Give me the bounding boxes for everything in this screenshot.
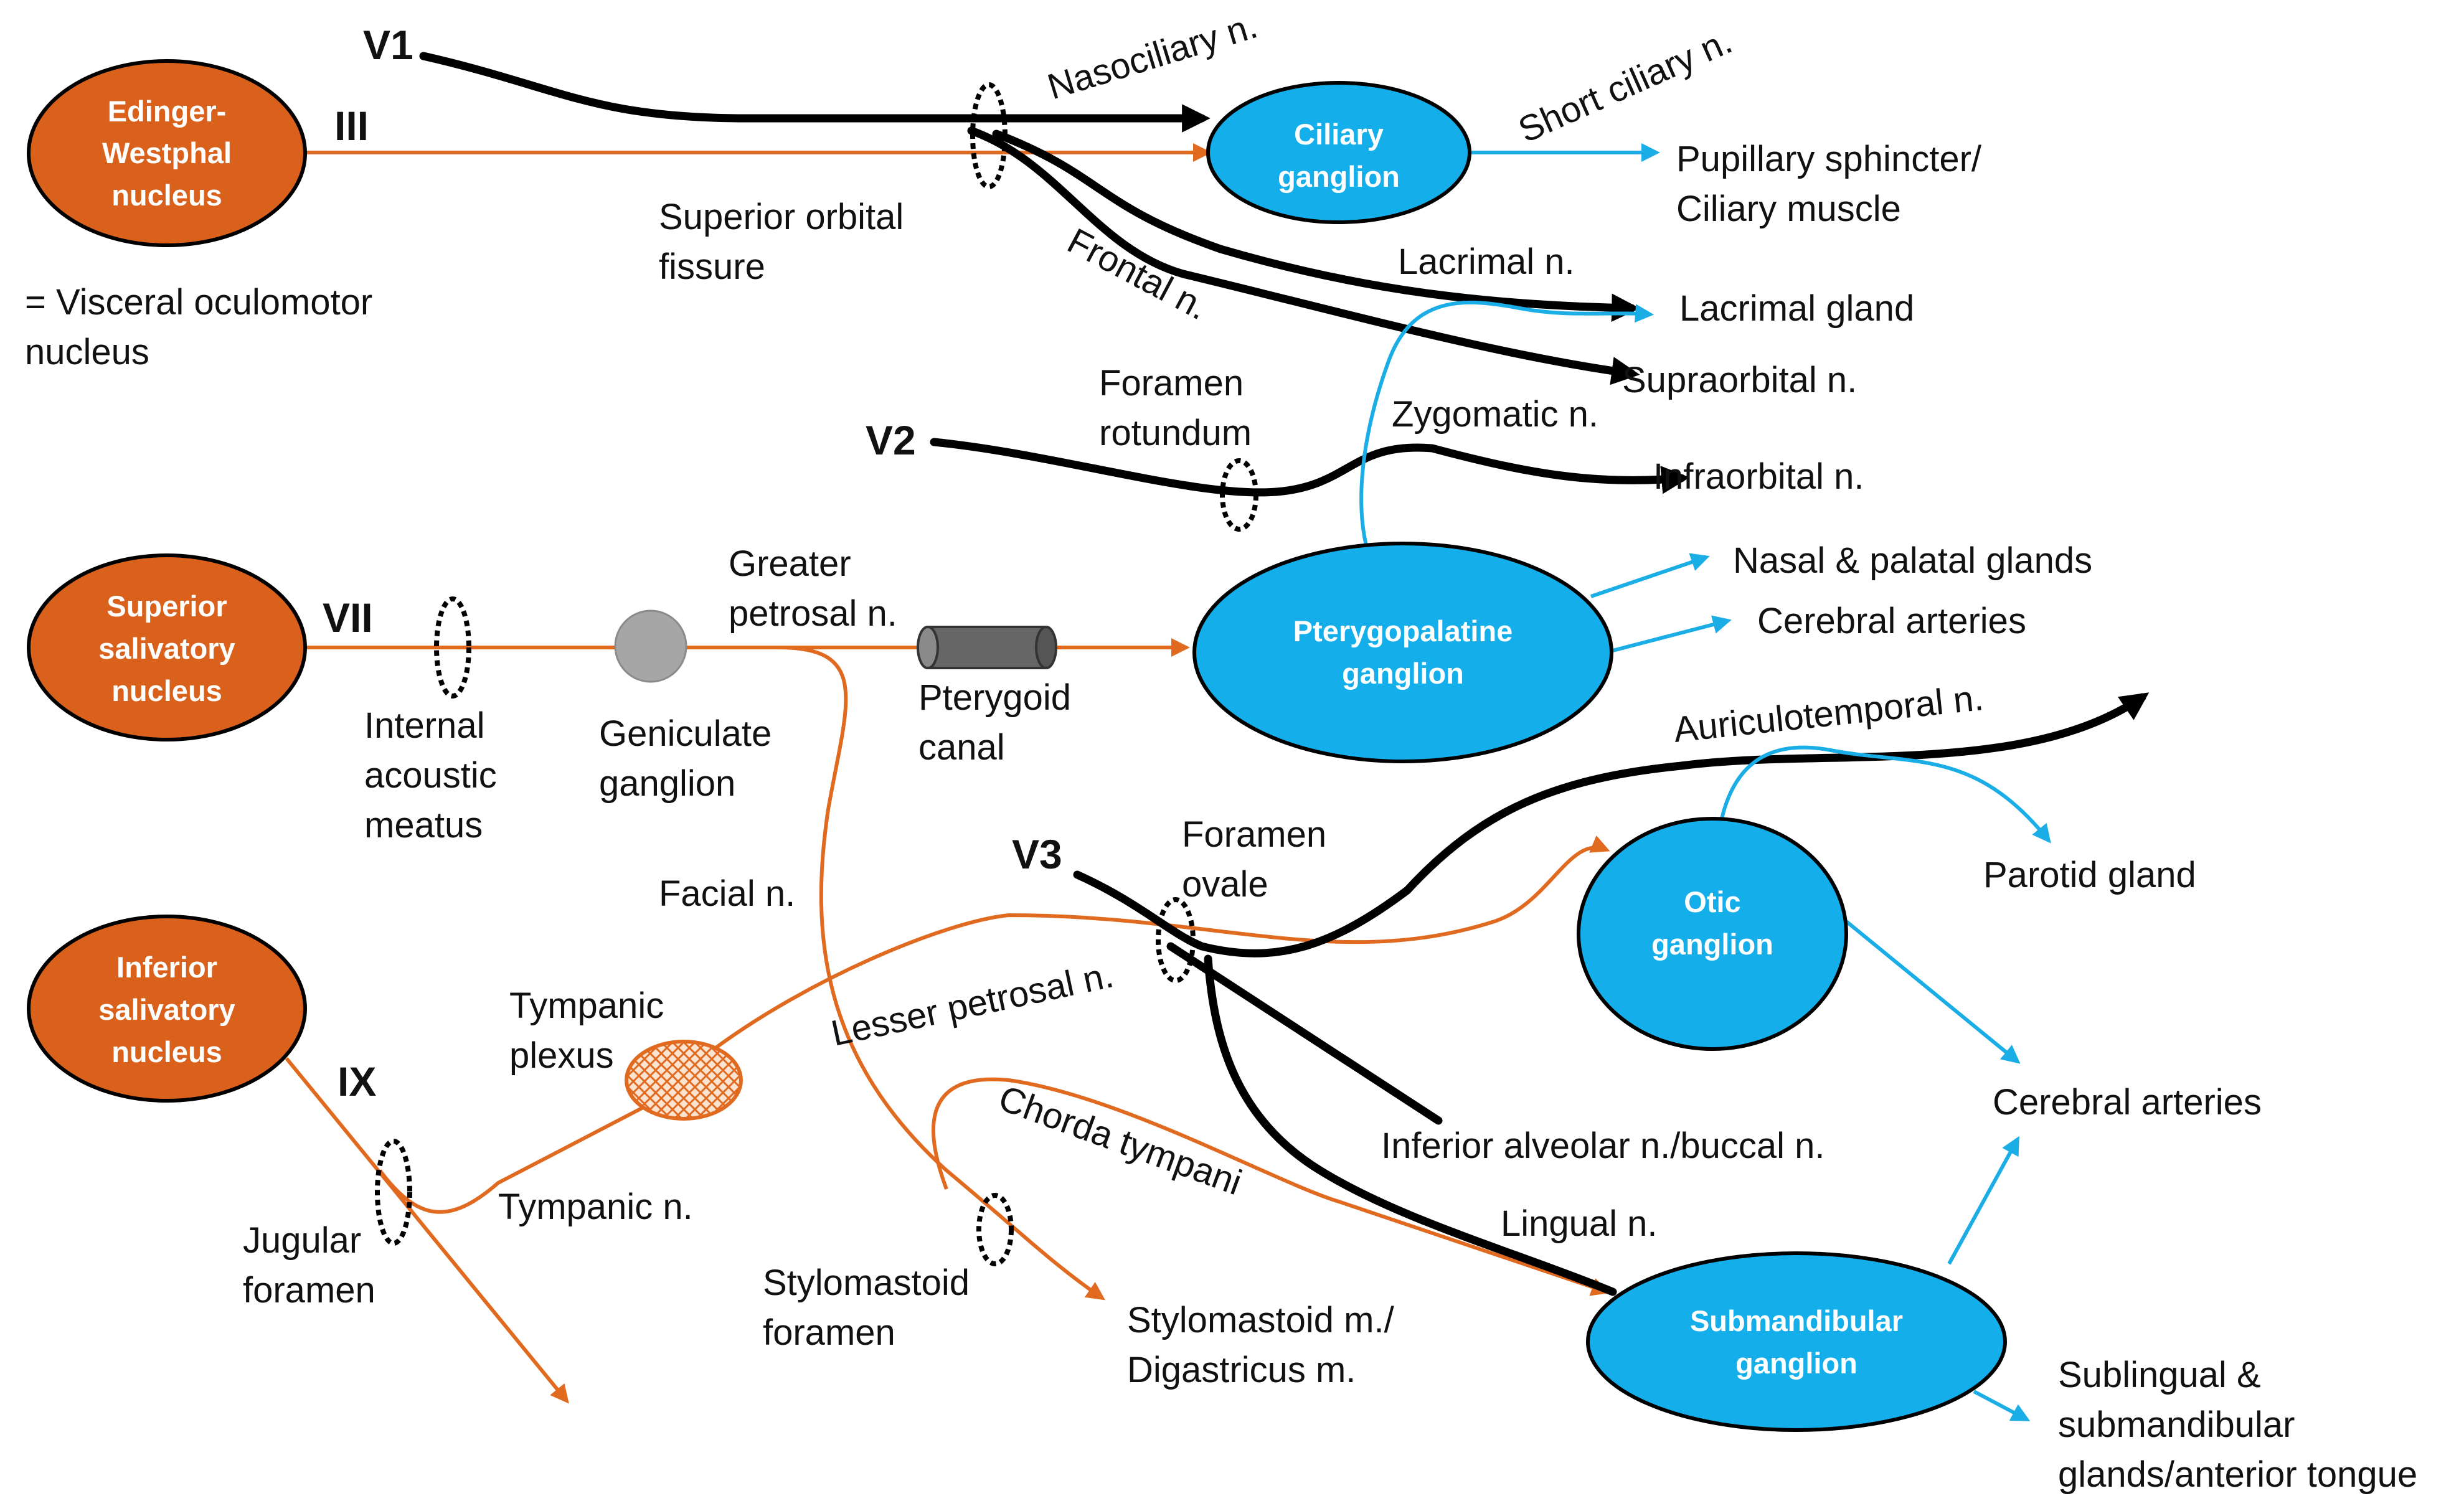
- geniculate-ganglion-label: Geniculate ganglion: [599, 713, 781, 804]
- svg-text:ganglion: ganglion: [1278, 160, 1400, 193]
- lesser-petrosal-label: Lesser petrosal n.: [828, 954, 1116, 1053]
- supraorbital-label: Supraorbital n.: [1622, 360, 1857, 400]
- ciliary-ganglion: Ciliary ganglion: [1206, 81, 1471, 224]
- v3-nerve-line: [1073, 692, 2150, 958]
- parotid-label: Parotid gland: [1983, 855, 2196, 895]
- lacrimal-gland-label: Lacrimal gland: [1679, 288, 1914, 329]
- svg-text:Otic: Otic: [1684, 885, 1740, 918]
- stylomastoid-foramen-label: Stylomastoid foramen: [763, 1263, 979, 1353]
- svg-text:Westphal: Westphal: [102, 136, 232, 169]
- svg-text:Submandibular: Submandibular: [1690, 1304, 1903, 1337]
- svg-text:nucleus: nucleus: [111, 674, 222, 707]
- lacrimal-n-label: Lacrimal n.: [1398, 242, 1575, 282]
- ix-label: IX: [338, 1058, 376, 1104]
- geniculate-ganglion-marker: [614, 609, 687, 683]
- pterygoid-canal-label: Pterygoid canal: [918, 677, 1081, 768]
- submandibular-ganglion: Submandibular ganglion: [1586, 1251, 2007, 1432]
- foramen-ovale-marker: [1156, 897, 1196, 983]
- stylomastoid-m-label: Stylomastoid m./ Digastricus m.: [1127, 1300, 1404, 1390]
- jugular-foramen-marker: [375, 1139, 412, 1246]
- v1-nerve-line: [419, 52, 1211, 133]
- chorda-tympani-label: Chorda tympani: [994, 1078, 1247, 1203]
- short-ciliary-label: Short ciliary n.: [1513, 21, 1738, 151]
- cerebral-arteries-submandibular-line: [1947, 1136, 2019, 1265]
- visceral-oculomotor-label: = Visceral oculomotor nucleus: [25, 282, 382, 372]
- internal-acoustic-label: Internal acoustic meatus: [364, 705, 507, 845]
- svg-text:ganglion: ganglion: [1651, 928, 1773, 961]
- svg-text:ganglion: ganglion: [1342, 657, 1464, 690]
- inferior-alveolar-label: Inferior alveolar n./buccal n.: [1381, 1126, 1824, 1166]
- facial-nerve-descending-line: [778, 646, 1105, 1301]
- cerebral-arteries-top-line: [1612, 615, 1732, 652]
- pupillary-label: Pupillary sphincter/ Ciliary muscle: [1676, 139, 1991, 229]
- pterygopalatine-ganglion: Pterygopalatine ganglion: [1192, 542, 1613, 763]
- tympanic-n-label: Tympanic n.: [498, 1187, 693, 1227]
- lingual-nerve-line: [1204, 954, 1617, 1296]
- jugular-foramen-label: Jugular foramen: [243, 1220, 375, 1311]
- svg-text:Ciliary: Ciliary: [1294, 118, 1384, 151]
- svg-text:salivatory: salivatory: [98, 632, 235, 665]
- v1-label: V1: [363, 22, 413, 68]
- parotid-line: [1720, 745, 2051, 844]
- tympanic-nerve-line: [378, 1100, 655, 1214]
- edinger-westphal-nucleus: Edinger- Westphal nucleus: [27, 59, 307, 247]
- cerebral-arteries-bottom-label: Cerebral arteries: [1993, 1082, 2262, 1122]
- zygomatic-lacrimal-branch-line: [1359, 300, 1654, 548]
- facial-n-label: Facial n.: [659, 873, 795, 914]
- lingual-n-label: Lingual n.: [1501, 1203, 1658, 1244]
- vii-label: VII: [323, 595, 373, 641]
- internal-acoustic-meatus-marker: [434, 596, 471, 699]
- svg-text:ganglion: ganglion: [1735, 1347, 1857, 1380]
- frontal-nerve-line: [967, 126, 1640, 385]
- chorda-tympani-line: [931, 1077, 1610, 1296]
- svg-text:Superior: Superior: [106, 590, 227, 623]
- sublingual-label: Sublingual & submandibular glands/anteri…: [2058, 1355, 2417, 1495]
- lacrimal-nerve-line: [992, 129, 1640, 322]
- svg-text:nucleus: nucleus: [111, 179, 222, 212]
- inferior-alveolar-line: [1166, 942, 1443, 1125]
- auriculotemporal-label: Auriculotemporal n.: [1672, 677, 1986, 750]
- greater-petrosal-label: Greater petrosal n.: [729, 544, 897, 634]
- tympanic-plexus-label: Tympanic plexus: [509, 986, 674, 1076]
- nasociliary-label: Nasociliary n.: [1043, 5, 1262, 107]
- superior-orbital-fissure-label: Superior orbital fissure: [659, 197, 913, 287]
- cerebral-arteries-bottom-line: [1845, 920, 2021, 1064]
- v2-nerve-line: [930, 438, 1690, 497]
- glossopharyngeal-nerve-line: [285, 1057, 569, 1404]
- stylomastoid-foramen-marker: [976, 1193, 1014, 1266]
- foramen-ovale-label: Foramen ovale: [1182, 814, 1336, 905]
- zygomatic-label: Zygomatic n.: [1392, 394, 1598, 435]
- pterygoid-canal-marker: [917, 626, 1057, 669]
- inferior-salivatory-nucleus: Inferior salivatory nucleus: [27, 915, 307, 1103]
- superior-salivatory-nucleus: Superior salivatory nucleus: [27, 553, 307, 741]
- svg-text:Inferior: Inferior: [116, 951, 217, 984]
- foramen-rotundum-label: Foramen rotundum: [1099, 363, 1253, 453]
- svg-text:Pterygopalatine: Pterygopalatine: [1293, 614, 1513, 647]
- nasal-palatal-line: [1590, 553, 1710, 598]
- svg-text:salivatory: salivatory: [98, 993, 235, 1026]
- svg-text:Edinger-: Edinger-: [108, 95, 227, 128]
- tympanic-plexus-marker: [625, 1040, 743, 1121]
- iii-label: III: [334, 103, 369, 149]
- sublingual-line: [1973, 1390, 2031, 1421]
- lesser-petrosal-line: [709, 835, 1610, 1054]
- otic-ganglion: Otic ganglion: [1577, 817, 1848, 1051]
- nasal-palatal-label: Nasal & palatal glands: [1733, 540, 2092, 581]
- v3-label: V3: [1012, 831, 1062, 877]
- cerebral-arteries-top-label: Cerebral arteries: [1757, 601, 2026, 641]
- foramen-rotundum-marker: [1220, 458, 1258, 532]
- superior-orbital-fissure-marker: [970, 82, 1008, 189]
- svg-text:nucleus: nucleus: [111, 1035, 222, 1068]
- infraorbital-label: Infraorbital n.: [1653, 456, 1864, 497]
- v2-label: V2: [866, 417, 916, 463]
